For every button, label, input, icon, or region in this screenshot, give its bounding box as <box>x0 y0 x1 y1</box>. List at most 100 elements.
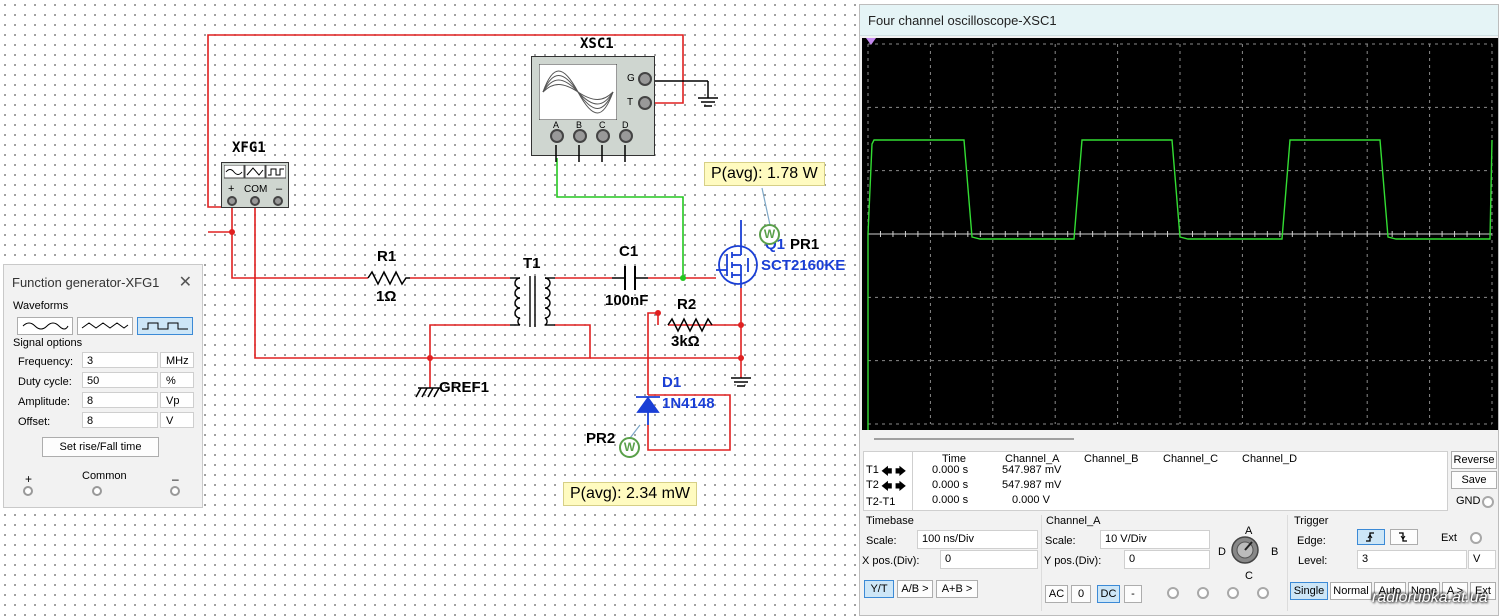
timebase-scale-label: Scale: <box>866 535 897 547</box>
ext-trigger-button[interactable]: Ext <box>1470 582 1496 600</box>
waveforms-label: Waveforms <box>13 300 69 312</box>
t2-time: 0.000 s <box>932 479 969 491</box>
triangle-wave-button[interactable] <box>77 317 133 335</box>
level-input[interactable]: 3 <box>1357 550 1467 569</box>
xsc1-t-label: T <box>627 97 634 108</box>
fg-plus-terminal[interactable] <box>23 486 33 496</box>
knob-c-label: C <box>1245 570 1253 582</box>
t2-t1-time: 0.000 s <box>932 494 969 506</box>
xfg1-plus-terminal[interactable] <box>227 196 237 206</box>
r2-name: R2 <box>677 296 697 313</box>
scope-scrollbar[interactable] <box>874 438 1074 440</box>
t1-left-arrow[interactable]: 🡄 <box>881 466 893 478</box>
xfg1-com-terminal[interactable] <box>250 196 260 206</box>
xsc1-c-terminal[interactable] <box>596 129 610 143</box>
yt-button[interactable]: Y/T <box>864 580 894 598</box>
level-label: Level: <box>1298 555 1328 567</box>
header-channel-c: Channel_C <box>1163 453 1219 465</box>
xpos-input[interactable]: 0 <box>940 550 1038 569</box>
sine-wave-icon <box>22 322 69 330</box>
dc-coupling-button[interactable]: DC <box>1097 585 1120 603</box>
xsc1-b-terminal[interactable] <box>573 129 587 143</box>
osc-title-bar[interactable]: Four channel oscilloscope-XSC1 <box>860 5 1498 36</box>
zero-coupling-button[interactable]: 0 <box>1071 585 1091 603</box>
xfg1-instrument[interactable]: + COM – <box>221 162 289 208</box>
ab-button[interactable]: A/B > <box>897 580 933 598</box>
xsc1-d-terminal[interactable] <box>619 129 633 143</box>
ypos-input[interactable]: 0 <box>1124 550 1210 569</box>
pr2-name: PR2 <box>586 430 616 447</box>
amplitude-input[interactable]: 8 <box>82 392 158 408</box>
q1-part: SCT2160KE <box>761 257 846 274</box>
knob-a-label: A <box>1245 525 1253 537</box>
function-generator-window[interactable]: Function generator-XFG1 ✕ Waveforms Sign… <box>3 264 203 508</box>
channel-label: Channel_A <box>1046 515 1101 527</box>
osc-title: Four channel oscilloscope-XSC1 <box>868 13 1057 28</box>
auto-mode-button[interactable]: Auto <box>1374 582 1406 600</box>
xsc1-a-terminal[interactable] <box>550 129 564 143</box>
sine-wave-button[interactable] <box>17 317 73 335</box>
level-unit[interactable]: V <box>1468 550 1496 569</box>
normal-mode-button[interactable]: Normal <box>1330 582 1372 600</box>
set-rise-fall-button[interactable]: Set rise/Fall time <box>42 437 159 457</box>
channel-a-trace <box>867 139 1493 430</box>
offset-input[interactable]: 8 <box>82 412 158 428</box>
channel-input-radio-3[interactable] <box>1227 587 1239 599</box>
rising-edge-button[interactable] <box>1357 529 1385 545</box>
pr2-probe-icon[interactable]: W <box>619 437 640 458</box>
reverse-button[interactable]: Reverse <box>1451 451 1497 469</box>
offset-unit[interactable]: V <box>160 412 194 428</box>
channel-input-radio-1[interactable] <box>1167 587 1179 599</box>
channel-selector-knob[interactable] <box>1230 535 1260 565</box>
t2-ch-a: 547.987 mV <box>1002 479 1062 491</box>
xfg1-minus-terminal[interactable] <box>273 196 283 206</box>
oscilloscope-window[interactable]: Four channel oscilloscope-XSC1 Time Chan… <box>859 4 1499 616</box>
t2-left-arrow[interactable]: 🡄 <box>881 481 893 493</box>
r2-symbol <box>667 317 713 333</box>
xsc1-t-terminal[interactable] <box>638 96 652 110</box>
ac-coupling-button[interactable]: AC <box>1045 585 1068 603</box>
ext-trigger-terminal[interactable] <box>1470 532 1482 544</box>
channel-scale-input[interactable]: 10 V/Div <box>1100 530 1210 549</box>
gnd-terminal[interactable] <box>1482 496 1494 508</box>
frequency-unit[interactable]: MHz <box>160 352 194 368</box>
xfg1-label: XFG1 <box>232 140 266 156</box>
scope-screen[interactable] <box>862 38 1498 430</box>
timebase-scale-input[interactable]: 100 ns/Div <box>917 530 1038 549</box>
xsc1-g-terminal[interactable] <box>638 72 652 86</box>
duty-cycle-input[interactable]: 50 <box>82 372 158 388</box>
square-wave-button[interactable] <box>137 317 193 335</box>
header-time: Time <box>942 453 967 465</box>
t1-right-arrow[interactable]: 🡆 <box>895 466 907 478</box>
channel-input-radio-2[interactable] <box>1197 587 1209 599</box>
ext-label: Ext <box>1441 532 1457 544</box>
frequency-input[interactable]: 3 <box>82 352 158 368</box>
row-t1-label: T1 <box>866 464 879 476</box>
row-t2-t1-label: T2-T1 <box>866 496 896 508</box>
single-mode-button[interactable]: Single <box>1290 582 1328 600</box>
invert-button[interactable]: - <box>1124 585 1142 603</box>
channel-input-radio-4[interactable] <box>1257 587 1269 599</box>
t2-right-arrow[interactable]: 🡆 <box>895 481 907 493</box>
a-plus-b-button[interactable]: A+B > <box>936 580 978 598</box>
rising-edge-icon <box>1366 532 1374 542</box>
xsc1-c-label: C <box>599 120 606 130</box>
xfg1-minus-label: – <box>276 183 283 195</box>
gref-label: GREF1 <box>439 379 490 396</box>
pr1-probe-icon[interactable]: W <box>759 224 780 245</box>
falling-edge-button[interactable] <box>1390 529 1418 545</box>
close-icon[interactable]: ✕ <box>178 274 192 291</box>
duty-cycle-unit[interactable]: % <box>160 372 194 388</box>
knob-d-label: D <box>1218 546 1226 558</box>
save-button[interactable]: Save <box>1451 471 1497 489</box>
fg-minus-terminal[interactable] <box>170 486 180 496</box>
header-channel-b: Channel_B <box>1084 453 1139 465</box>
signal-options-label: Signal options <box>13 337 83 349</box>
xsc1-d-label: D <box>622 120 629 130</box>
none-mode-button[interactable]: None <box>1408 582 1440 600</box>
amplitude-unit[interactable]: Vp <box>160 392 194 408</box>
a-trigger-button[interactable]: A > <box>1442 582 1468 600</box>
channel-scale-label: Scale: <box>1045 535 1076 547</box>
fg-common-terminal[interactable] <box>92 486 102 496</box>
xsc1-instrument[interactable]: G T A B C D <box>531 56 655 156</box>
